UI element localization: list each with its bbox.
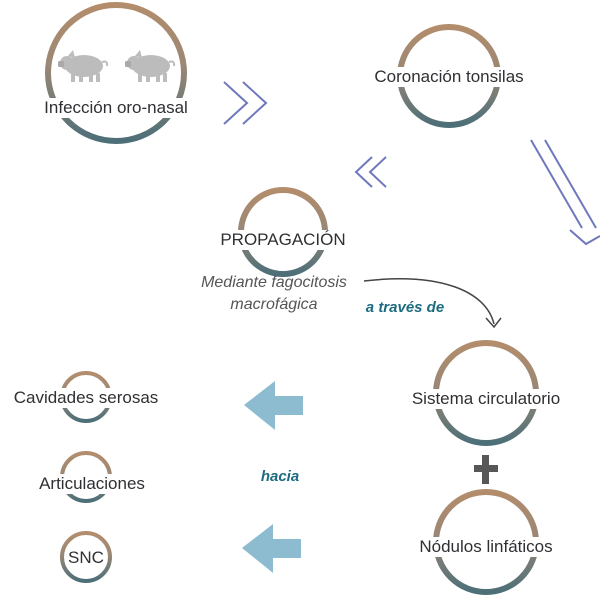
toward-connector-label: hacia	[260, 468, 300, 485]
curved-arrow-icon	[363, 278, 502, 329]
chevron-left-icon	[354, 156, 387, 188]
cns-ring	[60, 531, 112, 583]
pig-icon	[57, 49, 109, 83]
serous-label: Cavidades serosas	[12, 388, 160, 408]
propagation-detail-line1: Mediante fagocitosis	[201, 274, 347, 291]
chevron-right-icon	[223, 81, 268, 125]
big-arrow-left-icon	[242, 524, 301, 573]
infection-ring	[45, 2, 187, 144]
lymph-label: Nódulos linfáticos	[418, 537, 554, 557]
plus-icon	[474, 455, 498, 484]
tonsils-label: Coronación tonsilas	[373, 67, 525, 87]
propagation-detail: Mediante fagocitosis macrofágica	[200, 272, 348, 316]
via-connector-label: a través de	[365, 299, 445, 316]
diagonal-connector-icon	[530, 139, 600, 246]
pig-icon	[124, 49, 176, 83]
propagation-detail-line2: macrofágica	[230, 296, 318, 313]
circulatory-label: Sistema circulatorio	[410, 389, 562, 409]
infection-label: Infección oro-nasal	[43, 98, 189, 118]
joints-label: Articulaciones	[38, 474, 146, 494]
cns-label: SNC	[68, 548, 104, 567]
big-arrow-left-icon	[244, 381, 303, 430]
propagation-label: PROPAGACIÓN	[219, 230, 347, 250]
